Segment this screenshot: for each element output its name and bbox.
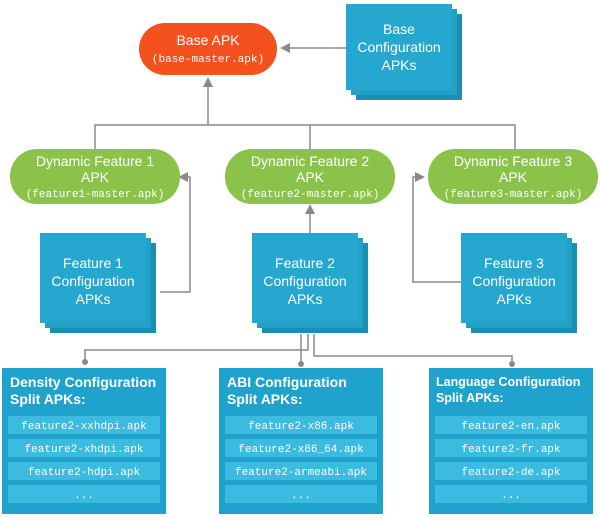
feature-config-1-line3: APKs	[75, 291, 110, 307]
density-apk-2: feature2-xhdpi.apk	[25, 444, 144, 456]
abi-apk-more: ...	[291, 490, 311, 502]
base-config-line3: APKs	[381, 57, 416, 73]
abi-apk-3: feature2-armeabi.apk	[235, 467, 367, 479]
language-panel-title2: Split APKs:	[436, 391, 504, 405]
abi-apk-2: feature2-x86_64.apk	[238, 444, 364, 456]
feature-node-3[interactable]: Dynamic Feature 3 APK (feature3-master.a…	[428, 149, 598, 204]
feature-config-1-line1: Feature 1	[63, 255, 123, 271]
list-item[interactable]: feature2-armeabi.apk	[225, 462, 377, 480]
feature-3-title: Dynamic Feature 3	[454, 153, 572, 169]
language-panel-title1: Language Configuration	[436, 375, 580, 389]
list-item[interactable]: feature2-en.apk	[435, 416, 587, 434]
abi-apk-1: feature2-x86.apk	[248, 421, 354, 433]
feature-node-1[interactable]: Dynamic Feature 1 APK (feature1-master.a…	[10, 149, 180, 204]
list-item[interactable]: ...	[8, 485, 160, 503]
feature-3-file: (feature3-master.apk)	[444, 189, 583, 201]
density-apk-1: feature2-xxhdpi.apk	[21, 421, 147, 433]
density-split-panel[interactable]: Density Configuration Split APKs: featur…	[2, 368, 166, 514]
list-item[interactable]: feature2-fr.apk	[435, 439, 587, 457]
features-bus	[94, 124, 516, 150]
dot-abi	[298, 361, 304, 367]
language-apk-more: ...	[501, 490, 521, 502]
feature-config-3-line2: Configuration	[472, 273, 555, 289]
feature-3-line2: APK	[499, 169, 528, 185]
feature-2-title: Dynamic Feature 2	[251, 153, 369, 169]
list-item[interactable]: feature2-de.apk	[435, 462, 587, 480]
feature-node-2[interactable]: Dynamic Feature 2 APK (feature2-master.a…	[225, 149, 395, 204]
split-to-density	[84, 334, 309, 361]
feature-config-node-2[interactable]: Feature 2 Configuration APKs	[252, 233, 368, 333]
density-panel-title1: Density Configuration	[10, 374, 156, 390]
feature-config-2-line3: APKs	[287, 291, 322, 307]
dot-density	[82, 359, 88, 365]
feature-config-2-line2: Configuration	[263, 273, 346, 289]
density-panel-title2: Split APKs:	[10, 391, 86, 407]
list-item[interactable]: feature2-hdpi.apk	[8, 462, 160, 480]
feature-1-file: (feature1-master.apk)	[26, 189, 165, 201]
language-split-panel[interactable]: Language Configuration Split APKs: featu…	[429, 368, 593, 514]
feature-1-title: Dynamic Feature 1	[36, 153, 154, 169]
feature-config-node-3[interactable]: Feature 3 Configuration APKs	[461, 233, 577, 333]
feature-config-2-line1: Feature 2	[275, 255, 335, 271]
feature-config-3-line3: APKs	[496, 291, 531, 307]
base-config-node[interactable]: Base Configuration APKs	[346, 4, 462, 100]
dot-language	[509, 361, 515, 367]
abi-panel-title1: ABI Configuration	[227, 374, 347, 390]
abi-split-panel[interactable]: ABI Configuration Split APKs: feature2-x…	[219, 368, 383, 514]
feature-config-node-1[interactable]: Feature 1 Configuration APKs	[40, 233, 156, 333]
base-apk-node[interactable]: Base APK (base-master.apk)	[139, 23, 277, 75]
density-apk-3: feature2-hdpi.apk	[28, 467, 141, 479]
language-apk-1: feature2-en.apk	[461, 421, 560, 433]
connector-dots	[82, 359, 515, 367]
base-config-line1: Base	[383, 21, 415, 37]
language-apk-3: feature2-de.apk	[461, 467, 560, 479]
density-apk-more: ...	[74, 490, 94, 502]
list-item[interactable]: feature2-xhdpi.apk	[8, 439, 160, 457]
list-item[interactable]: feature2-xxhdpi.apk	[8, 416, 160, 434]
list-item[interactable]: feature2-x86.apk	[225, 416, 377, 434]
feature-1-line2: APK	[81, 169, 110, 185]
list-item[interactable]: ...	[225, 485, 377, 503]
base-apk-title: Base APK	[176, 32, 240, 48]
feature-config-1-line2: Configuration	[51, 273, 134, 289]
list-item[interactable]: ...	[435, 485, 587, 503]
language-apk-2: feature2-fr.apk	[461, 444, 560, 456]
feature-2-line2: APK	[296, 169, 325, 185]
base-apk-file: (base-master.apk)	[152, 54, 264, 66]
split-to-language	[313, 334, 513, 363]
feature-2-file: (feature2-master.apk)	[241, 189, 380, 201]
list-item[interactable]: feature2-x86_64.apk	[225, 439, 377, 457]
feature1-config-arrow	[160, 172, 191, 293]
abi-panel-title2: Split APKs:	[227, 391, 303, 407]
base-config-line2: Configuration	[357, 39, 440, 55]
feature3-config-arrow	[412, 172, 461, 283]
feature-config-3-line1: Feature 3	[484, 255, 544, 271]
connector-lines	[84, 43, 516, 363]
